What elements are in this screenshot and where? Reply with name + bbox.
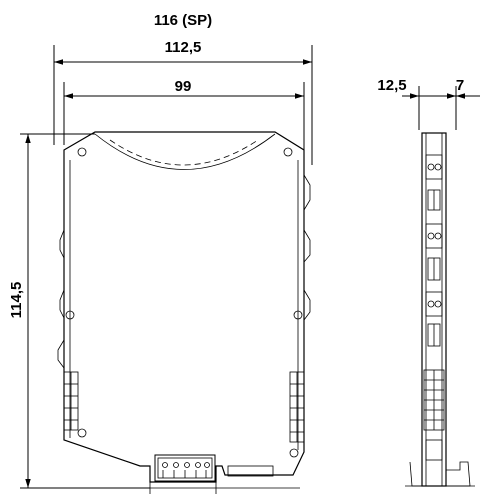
dim-label-12-5: 12,5 — [377, 77, 406, 94]
dim-label-7: 7 — [456, 77, 464, 94]
front-view-housing — [57, 131, 311, 494]
dim-label-116-sp: 116 (SP) — [154, 12, 212, 29]
dim-label-112-5: 112,5 — [165, 39, 202, 56]
dim-label-114-5: 114,5 — [8, 282, 25, 319]
dim-label-99: 99 — [175, 78, 192, 95]
side-view-housing — [405, 132, 475, 487]
dimension-lines — [20, 45, 480, 489]
